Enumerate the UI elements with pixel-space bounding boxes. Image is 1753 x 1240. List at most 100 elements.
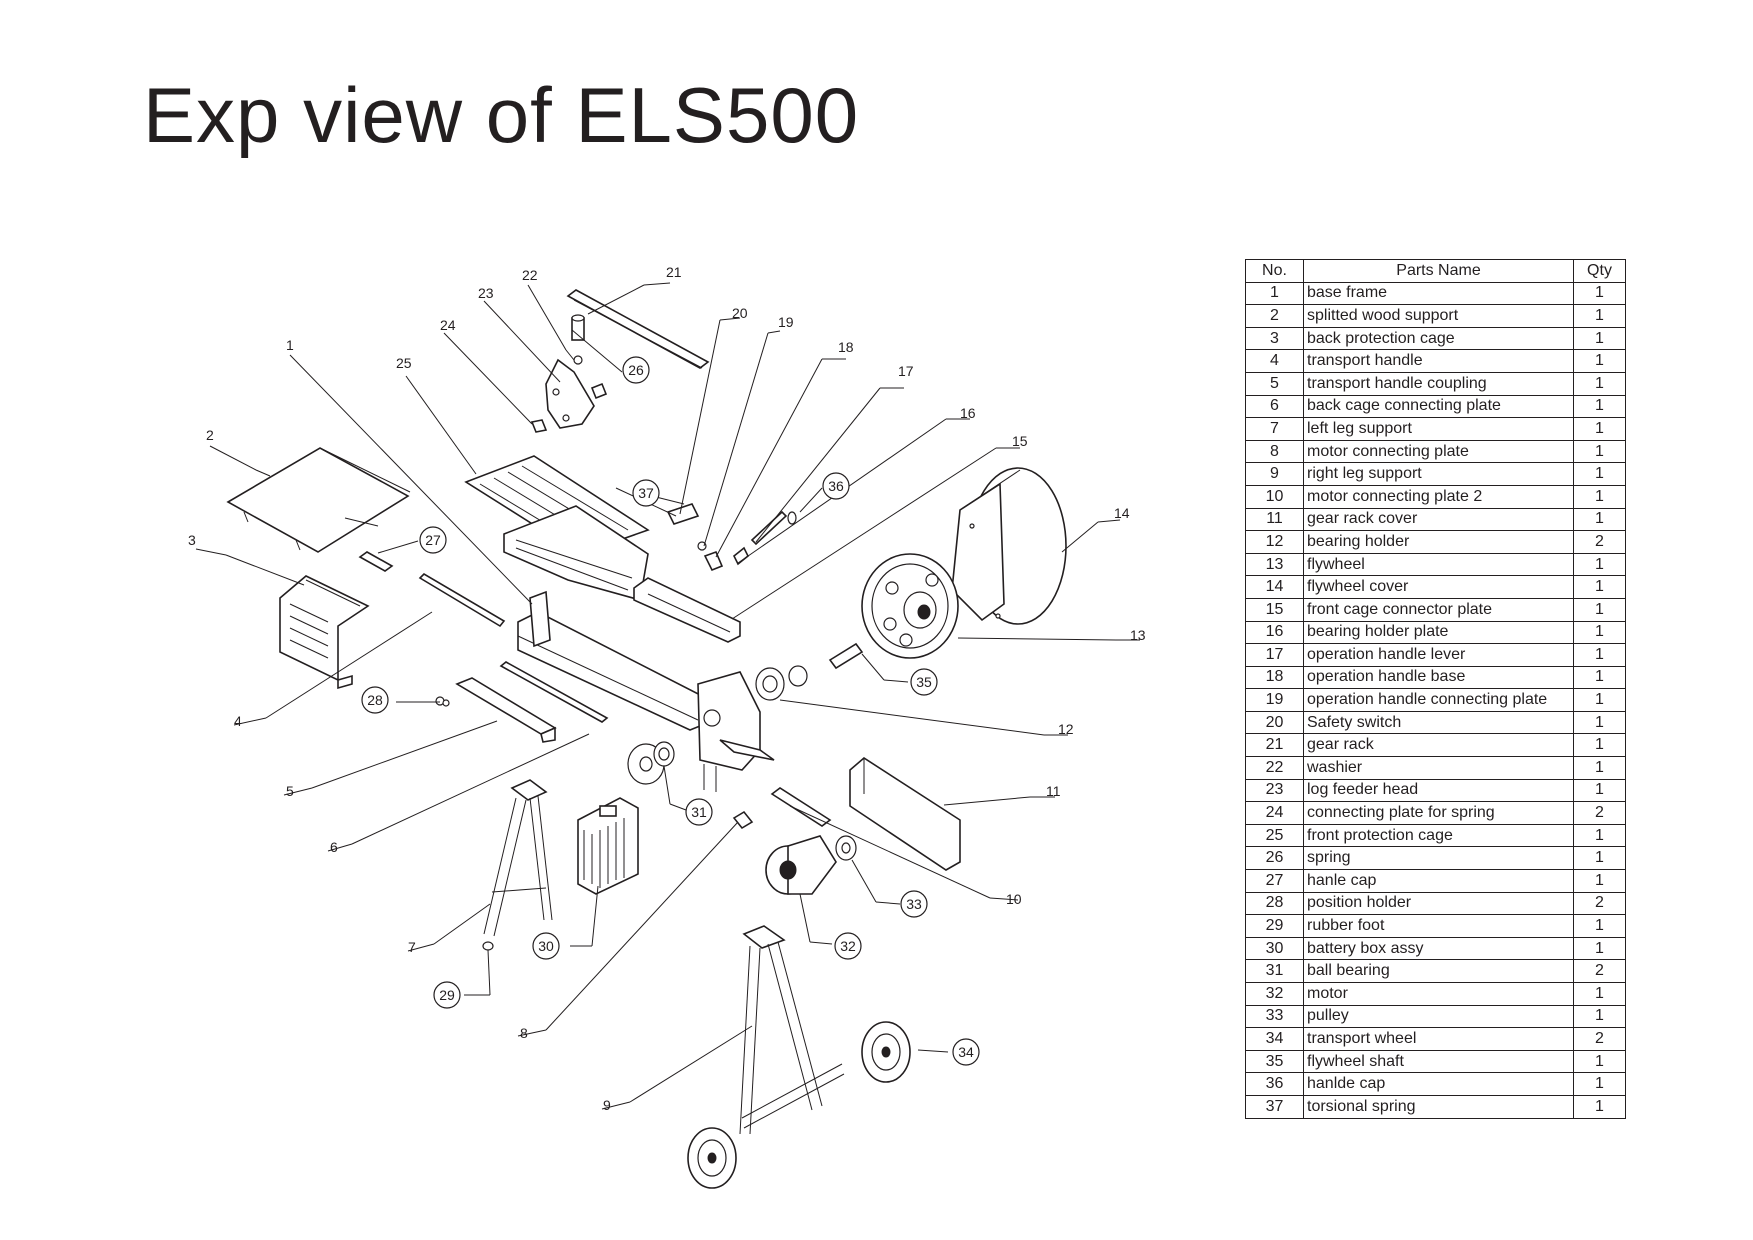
cell-no: 36 xyxy=(1245,1072,1304,1096)
cell-no: 16 xyxy=(1245,620,1304,645)
cell-no: 22 xyxy=(1245,756,1304,780)
motor-connecting-plate-2-drawing xyxy=(770,787,832,827)
cell-parts-name: rubber foot xyxy=(1303,914,1574,938)
cell-parts-name: left leg support xyxy=(1303,417,1574,441)
cell-parts-name: transport handle xyxy=(1303,349,1574,373)
callout-23: 23 xyxy=(478,285,494,301)
callout-30: 30 xyxy=(538,938,554,954)
flywheel-shaft-drawing xyxy=(755,642,864,701)
flywheel-drawing xyxy=(861,553,959,659)
callout-32: 32 xyxy=(840,938,856,954)
cell-no: 19 xyxy=(1245,688,1304,712)
cell-qty: 1 xyxy=(1573,349,1626,373)
cell-parts-name: operation handle connecting plate xyxy=(1303,688,1574,712)
cell-no: 37 xyxy=(1245,1094,1304,1119)
cell-parts-name: flywheel xyxy=(1303,552,1574,577)
cell-qty: 2 xyxy=(1573,891,1626,916)
callout-16: 16 xyxy=(960,405,976,421)
motor-connecting-plate-drawing xyxy=(732,810,754,830)
callout-11: 11 xyxy=(1046,783,1061,799)
cell-qty: 1 xyxy=(1573,1004,1626,1029)
cell-qty: 1 xyxy=(1573,417,1626,441)
cell-no: 20 xyxy=(1245,710,1304,735)
cell-no: 33 xyxy=(1245,1004,1304,1029)
transport-wheel-drawing xyxy=(687,1021,911,1189)
callout-1: 1 xyxy=(286,337,294,353)
cell-qty: 1 xyxy=(1573,1049,1626,1074)
cell-parts-name: right leg support xyxy=(1303,462,1574,486)
callout-26: 26 xyxy=(628,362,644,378)
cell-no: 26 xyxy=(1245,846,1304,871)
cell-qty: 1 xyxy=(1573,462,1626,486)
cell-no: 4 xyxy=(1245,349,1304,373)
callout-28: 28 xyxy=(367,692,383,708)
callout-35: 35 xyxy=(916,674,932,690)
cell-parts-name: flywheel cover xyxy=(1303,575,1574,599)
cell-parts-name: bearing holder xyxy=(1303,530,1574,554)
cell-qty: 1 xyxy=(1573,710,1626,735)
cell-parts-name: gear rack xyxy=(1303,733,1574,758)
cell-qty: 1 xyxy=(1573,597,1626,622)
transport-handle-drawing xyxy=(358,551,506,628)
splitted-wood-support-drawing xyxy=(226,447,411,553)
cell-no: 5 xyxy=(1245,371,1304,396)
cell-parts-name: bearing holder plate xyxy=(1303,620,1574,645)
log-feeder-head-drawing xyxy=(530,314,608,433)
header-parts-name: Parts Name xyxy=(1303,259,1574,283)
cell-parts-name: log feeder head xyxy=(1303,778,1574,803)
cell-no: 25 xyxy=(1245,823,1304,848)
circled-callouts: 26 27 28 29 30 31 32 33 34 35 36 37 xyxy=(361,356,980,1066)
header-qty: Qty xyxy=(1573,259,1626,283)
cell-qty: 1 xyxy=(1573,1094,1626,1119)
cell-parts-name: operation handle lever xyxy=(1303,643,1574,667)
cell-qty: 2 xyxy=(1573,1027,1626,1051)
cell-parts-name: front protection cage xyxy=(1303,823,1574,848)
cell-qty: 1 xyxy=(1573,439,1626,464)
callout-19: 19 xyxy=(778,314,794,330)
cell-no: 1 xyxy=(1245,281,1304,306)
cell-no: 21 xyxy=(1245,733,1304,758)
callout-4: 4 xyxy=(234,713,242,729)
cell-parts-name: back cage connecting plate xyxy=(1303,394,1574,419)
header-no: No. xyxy=(1245,259,1304,283)
cell-qty: 1 xyxy=(1573,733,1626,758)
plain-callouts: 1 2 3 4 5 6 7 8 9 10 11 12 13 14 15 16 1… xyxy=(188,264,1146,1113)
cell-qty: 1 xyxy=(1573,304,1626,328)
cell-qty: 1 xyxy=(1573,575,1626,599)
callout-33: 33 xyxy=(906,896,922,912)
cell-no: 14 xyxy=(1245,575,1304,599)
cell-parts-name: motor xyxy=(1303,982,1574,1006)
cell-qty: 2 xyxy=(1573,959,1626,983)
right-leg-support-drawing xyxy=(739,925,845,1135)
table-header-row: No. Parts Name Qty xyxy=(1245,259,1626,283)
cell-parts-name: front cage connector plate xyxy=(1303,597,1574,622)
callout-9: 9 xyxy=(603,1097,611,1113)
base-frame-drawing xyxy=(517,590,775,792)
cell-no: 17 xyxy=(1245,643,1304,667)
cell-no: 27 xyxy=(1245,869,1304,893)
cell-no: 13 xyxy=(1245,552,1304,577)
cell-qty: 1 xyxy=(1573,552,1626,577)
cell-qty: 1 xyxy=(1573,936,1626,961)
cell-no: 18 xyxy=(1245,665,1304,690)
cell-no: 28 xyxy=(1245,891,1304,916)
cell-parts-name: torsional spring xyxy=(1303,1094,1574,1119)
cell-parts-name: Safety switch xyxy=(1303,710,1574,735)
callout-10: 10 xyxy=(1006,891,1022,907)
front-cage-connector-plate-drawing xyxy=(633,577,741,643)
battery-box-drawing xyxy=(577,797,639,895)
callout-14: 14 xyxy=(1114,505,1130,521)
back-protection-cage-drawing xyxy=(279,575,370,690)
cell-qty: 1 xyxy=(1573,507,1626,532)
callout-7: 7 xyxy=(408,939,416,955)
